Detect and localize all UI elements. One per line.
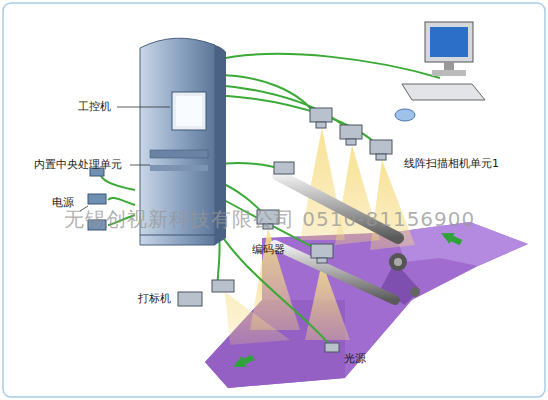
part-label: 内置中央处理单元	[34, 158, 122, 171]
watermark: 无锡创视新科技有限公司 0510-81156900	[64, 206, 475, 233]
part-label: 工控机	[78, 100, 111, 113]
part-label: 光源	[344, 352, 366, 365]
part-label: 线阵扫描相机单元1	[404, 157, 499, 170]
part-label: 编码器	[252, 243, 285, 256]
part-label: 打标机	[138, 292, 171, 305]
